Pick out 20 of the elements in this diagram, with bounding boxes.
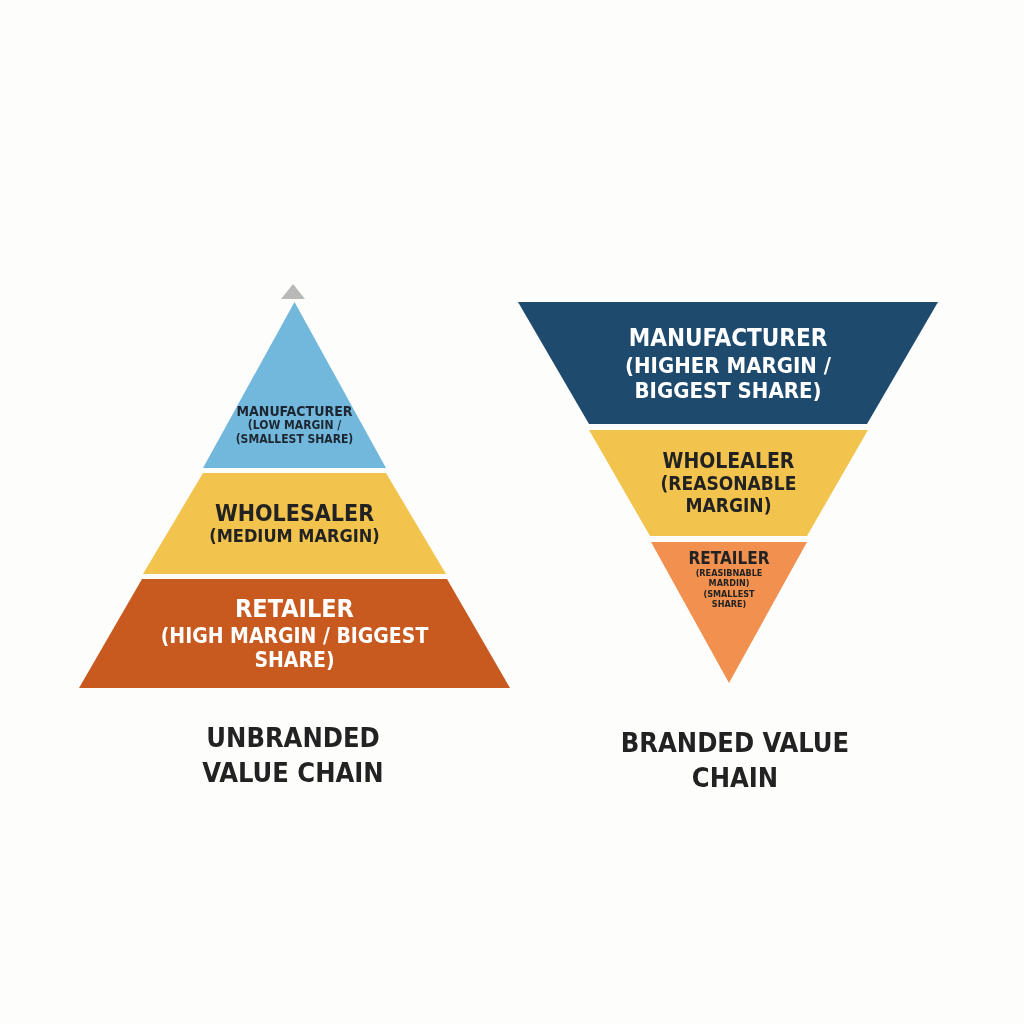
chain-tier bbox=[79, 579, 510, 688]
chain-tier bbox=[518, 302, 938, 424]
chain-tier bbox=[143, 473, 446, 574]
tier-note: (MEDIUM MARGIN) bbox=[209, 526, 380, 548]
tier-note: (HIGH MARGIN / BIGGEST SHARE) bbox=[159, 624, 430, 673]
tier-note: (HIGHER MARGIN / BIGGEST SHARE) bbox=[624, 352, 832, 404]
tier-title: MANUFACTURER bbox=[628, 324, 828, 353]
chain-caption: UNBRANDED VALUE CHAIN bbox=[201, 721, 385, 791]
chain-tier bbox=[589, 430, 868, 536]
chain-tier bbox=[203, 302, 386, 468]
tier-title: RETAILER bbox=[235, 595, 354, 625]
tier-title: RETAILER bbox=[688, 548, 770, 569]
tier-note: (LOW MARGIN / (SMALLEST SHARE) bbox=[234, 419, 355, 447]
chain-caption: BRANDED VALUE CHAIN bbox=[619, 726, 851, 796]
tier-title: WHOLEALER bbox=[662, 449, 795, 474]
chain-tier bbox=[651, 542, 807, 683]
tier-note: (REASONABLE MARGIN) bbox=[659, 473, 798, 517]
tier-title: MANUFACTURER bbox=[236, 403, 353, 420]
tier-title: WHOLESALER bbox=[214, 499, 375, 527]
tier-note: (REASIBNABLE MARDIN) (SMALLEST SHARE) bbox=[694, 568, 764, 610]
